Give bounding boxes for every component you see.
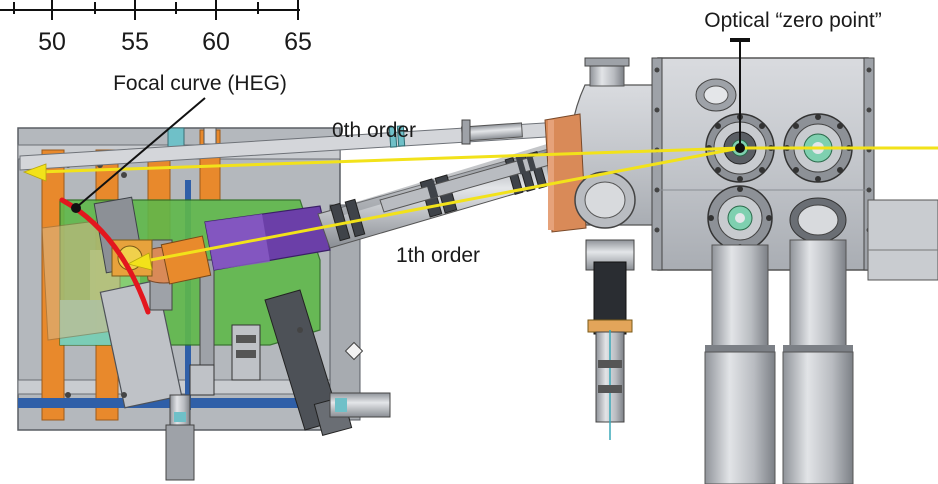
first-order-label: 1th order (396, 244, 480, 267)
scale-bar: 50 55 60 65 (0, 0, 312, 56)
vacuum-chamber (544, 57, 875, 271)
zero-point-label: Optical “zero point” (704, 9, 881, 32)
zeroth-order-label: 0th order (332, 119, 416, 142)
beam-paths (22, 146, 938, 271)
detector-assembly (17, 127, 391, 481)
chamber-legs (704, 199, 938, 484)
scale-tick-label: 60 (202, 28, 230, 56)
zero-point-marker (735, 143, 745, 153)
focal-curve-label: Focal curve (HEG) (113, 72, 287, 95)
scale-tick-label: 55 (121, 28, 149, 56)
small-pump (585, 239, 635, 440)
focal-point-marker (71, 203, 81, 213)
leader-lines (71, 38, 750, 213)
scale-tick-label: 65 (284, 28, 312, 56)
scale-tick-label: 50 (38, 28, 66, 56)
